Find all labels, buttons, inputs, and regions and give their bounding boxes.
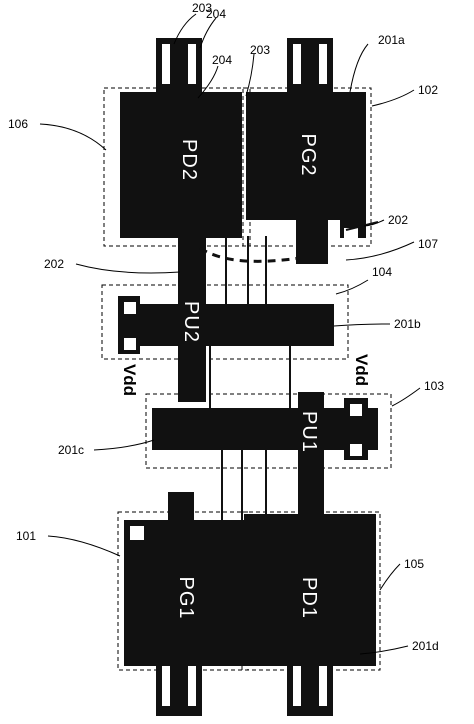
ref-201a: 201a bbox=[378, 33, 405, 47]
label-pg1: PG1 bbox=[175, 576, 197, 619]
ref-202-left: 202 bbox=[44, 257, 64, 271]
label-pu1: PU1 bbox=[298, 411, 320, 453]
ref-101: 101 bbox=[16, 529, 36, 543]
ref-102: 102 bbox=[418, 83, 438, 97]
pd1-block bbox=[244, 514, 376, 666]
ref-201c: 201c bbox=[58, 443, 84, 457]
ref-104: 104 bbox=[372, 265, 392, 279]
pu2-bar bbox=[118, 304, 334, 346]
dashed-connection-107 bbox=[199, 246, 301, 263]
pg2-block bbox=[246, 92, 366, 220]
ref-201d: 201d bbox=[412, 639, 439, 653]
ref-107: 107 bbox=[418, 237, 438, 251]
box-103 bbox=[145, 393, 392, 469]
ref-106: 106 bbox=[8, 117, 28, 131]
pg1-top-stub bbox=[168, 492, 194, 522]
ref-105: 105 bbox=[404, 557, 424, 571]
label-pu2: PU2 bbox=[180, 301, 202, 343]
callout-leaders bbox=[39, 13, 421, 655]
vdd-right-label: Vdd bbox=[352, 354, 371, 386]
ref-201b: 201b bbox=[394, 317, 421, 331]
ref-202-right: 202 bbox=[388, 213, 408, 227]
ref-103: 103 bbox=[424, 379, 444, 393]
label-pd2: PD2 bbox=[178, 139, 200, 181]
ref-203-top: 203 bbox=[192, 1, 212, 15]
pg2-tail bbox=[296, 218, 328, 264]
interconnect-lines bbox=[209, 221, 379, 522]
label-pg2: PG2 bbox=[297, 133, 319, 176]
ref-204-top: 204 bbox=[206, 7, 226, 21]
ref-204-mid: 204 bbox=[212, 53, 232, 67]
ref-203-mid: 203 bbox=[250, 43, 270, 57]
left-gate-line bbox=[178, 92, 206, 402]
pu1-bar bbox=[152, 408, 378, 450]
contact-windows bbox=[124, 44, 362, 706]
metal-layer bbox=[118, 38, 378, 716]
pg1-block bbox=[124, 520, 244, 666]
vdd-left-label: Vdd bbox=[120, 364, 139, 396]
label-pd1: PD1 bbox=[298, 577, 320, 619]
